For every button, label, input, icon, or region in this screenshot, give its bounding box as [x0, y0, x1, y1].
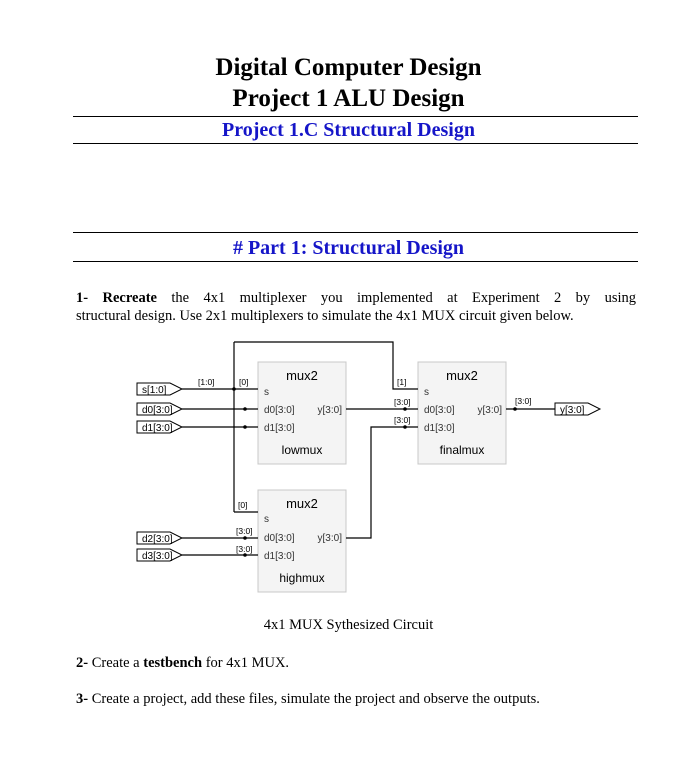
label-out-bus: [3:0] [515, 396, 532, 406]
step1-keyword: Recreate [102, 290, 157, 306]
section-heading: # Part 1: Structural Design [232, 237, 465, 259]
port-d2-label: d2[3:0] [142, 534, 173, 545]
port-d2 [136, 531, 184, 545]
lowmux-y-pin: y[3:0] [318, 405, 343, 416]
label-high-d1: [3:0] [236, 544, 253, 554]
step1-line2: structural design. Use 2x1 multiplexers … [76, 308, 574, 324]
lowmux-instance: lowmux [282, 443, 323, 457]
step1-line1-text: the 4x1 multiplexer you implemented at E… [171, 290, 637, 306]
lowmux-d1-pin: d1[3:0] [264, 423, 295, 434]
port-d3-label: d3[3:0] [142, 551, 173, 562]
diagram-caption: 4x1 MUX Sythesized Circuit [263, 617, 434, 633]
finalmux-d1-pin: d1[3:0] [424, 423, 455, 434]
lowmux-block: mux2 s d0[3:0] y[3:0] d1[3:0] lowmux [257, 361, 347, 465]
finalmux-d0-pin: d0[3:0] [424, 405, 455, 416]
label-s-bit1: [1] [397, 377, 406, 387]
label-s-bit0-bottom: [0] [238, 500, 247, 510]
label-s-bit0-top: [0] [239, 377, 248, 387]
label-final-d0: [3:0] [394, 397, 411, 407]
highmux-type: mux2 [286, 496, 318, 511]
title-rule-top [73, 116, 638, 117]
highmux-d0-pin: d0[3:0] [264, 533, 295, 544]
port-y-label: y[3:0] [560, 405, 585, 416]
finalmux-block: mux2 s d0[3:0] y[3:0] d1[3:0] finalmux [417, 361, 507, 465]
label-final-d1: [3:0] [394, 415, 411, 425]
label-s-bus: [1:0] [198, 377, 215, 387]
port-d1-label: d1[3:0] [142, 423, 173, 434]
label-high-d0: [3:0] [236, 526, 253, 536]
section-rule-bottom [73, 261, 638, 262]
lowmux-type: mux2 [286, 368, 318, 383]
port-d3 [136, 548, 184, 562]
step1-number: 1- [76, 290, 89, 306]
finalmux-type: mux2 [446, 368, 478, 383]
step2-keyword: testbench [143, 655, 203, 671]
port-s [136, 382, 184, 396]
step2: 2- Create a testbench for 4x1 MUX. [76, 654, 636, 672]
finalmux-s-pin: s [424, 387, 429, 398]
step2-text-before: Create a [91, 655, 140, 671]
step3-number: 3- [76, 691, 89, 707]
highmux-block: mux2 s d0[3:0] y[3:0] d1[3:0] highmux [257, 489, 347, 593]
doc-subtitle: Project 1.C Structural Design [222, 119, 475, 141]
port-d1 [136, 420, 184, 434]
doc-title-line2: Project 1 ALU Design [232, 85, 465, 112]
port-d0 [136, 402, 184, 416]
doc-title-line1: Digital Computer Design [215, 54, 482, 81]
section-rule-top [73, 232, 638, 233]
highmux-y-pin: y[3:0] [318, 533, 343, 544]
port-y [554, 402, 602, 416]
title-rule-bottom [73, 143, 638, 144]
highmux-s-pin: s [264, 514, 269, 525]
port-s-label: s[1:0] [142, 385, 167, 396]
highmux-d1-pin: d1[3:0] [264, 551, 295, 562]
step1-line1: 1- Recreate the 4x1 multiplexer you impl… [76, 289, 636, 307]
highmux-instance: highmux [279, 571, 324, 585]
lowmux-s-pin: s [264, 387, 269, 398]
step3-text: Create a project, add these files, simul… [91, 691, 540, 707]
mux-circuit-diagram: mux2 s d0[3:0] y[3:0] d1[3:0] lowmux mux… [136, 341, 602, 593]
finalmux-y-pin: y[3:0] [478, 405, 503, 416]
step3: 3- Create a project, add these files, si… [76, 690, 636, 708]
finalmux-instance: finalmux [440, 443, 485, 457]
step2-number: 2- [76, 655, 89, 671]
port-d0-label: d0[3:0] [142, 405, 173, 416]
lowmux-d0-pin: d0[3:0] [264, 405, 295, 416]
step2-text-after: for 4x1 MUX. [205, 655, 290, 671]
